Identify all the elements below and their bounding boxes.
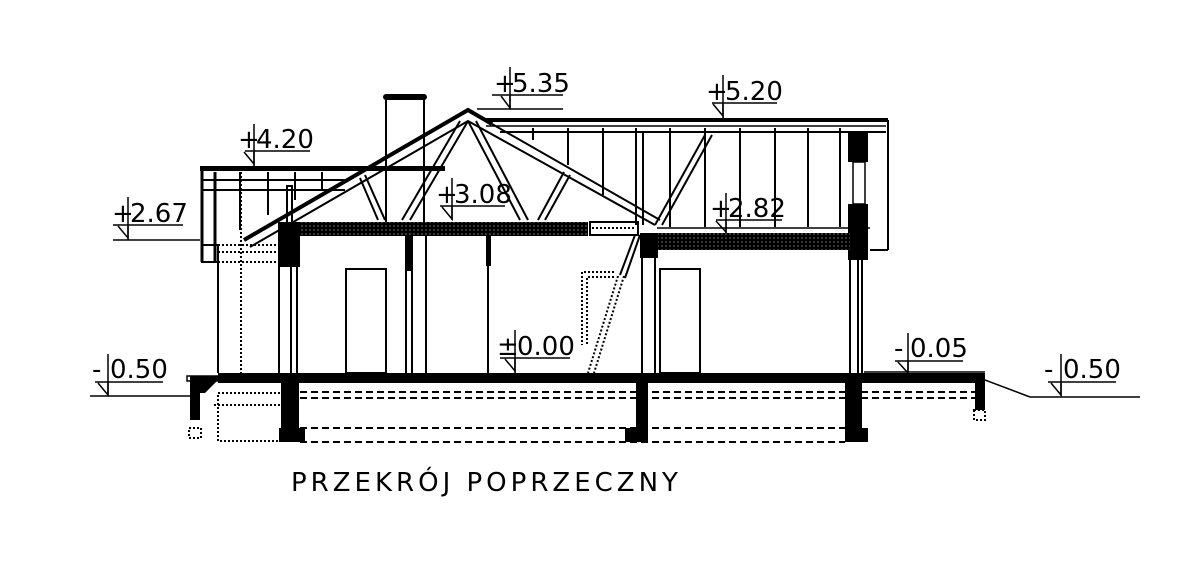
svg-text:-: - [894, 334, 903, 364]
svg-text:+: + [706, 77, 728, 107]
svg-text:0.05: 0.05 [910, 334, 968, 364]
svg-text:2.67: 2.67 [130, 199, 188, 229]
svg-text:+: + [238, 125, 260, 155]
svg-text:+: + [436, 180, 458, 210]
left-annex [200, 166, 445, 373]
door-right [659, 268, 701, 374]
ceiling-slabs [278, 221, 850, 267]
level-marker-3-08: + 3.08 [436, 178, 512, 222]
svg-text:0.50: 0.50 [110, 355, 168, 385]
svg-text:+: + [112, 199, 134, 229]
level-marker-minus-0-50-right: - 0.50 [1044, 354, 1121, 398]
right-roof [486, 118, 889, 260]
level-marker-5-35: + 5.35 [477, 67, 570, 111]
attic-ladder [581, 234, 641, 374]
svg-text:±: ± [497, 332, 519, 362]
level-marker-minus-0-05: - 0.05 [864, 333, 985, 376]
level-marker-5-20: + 5.20 [706, 75, 783, 119]
roof-truss [242, 107, 661, 248]
level-marker-2-67: + 2.67 [112, 197, 200, 241]
level-sign: + [494, 69, 516, 99]
drawing-title: PRZEKRÓJ POPRZECZNY [291, 466, 682, 498]
svg-text:5.20: 5.20 [725, 77, 783, 107]
ground-line-right [984, 379, 1140, 398]
level-value: 5.35 [512, 69, 570, 99]
level-marker-2-82: + 2.82 [710, 193, 786, 234]
level-marker-4-20: + 4.20 [238, 124, 314, 167]
level-marker-0-00: ± 0.00 [497, 330, 575, 374]
level-marker-minus-0-50-left: - 0.50 [92, 354, 168, 398]
door-left [345, 268, 387, 374]
svg-text:-: - [92, 355, 101, 385]
floor-slab [186, 373, 985, 420]
walls [278, 236, 863, 373]
svg-text:+: + [710, 194, 732, 224]
svg-text:2.82: 2.82 [728, 194, 786, 224]
foundations [188, 378, 986, 443]
svg-text:4.20: 4.20 [256, 125, 314, 155]
svg-text:0.00: 0.00 [517, 332, 575, 362]
svg-text:-: - [1044, 355, 1053, 385]
svg-text:0.50: 0.50 [1063, 355, 1121, 385]
svg-text:3.08: 3.08 [454, 180, 512, 210]
roof-joists [532, 128, 841, 227]
